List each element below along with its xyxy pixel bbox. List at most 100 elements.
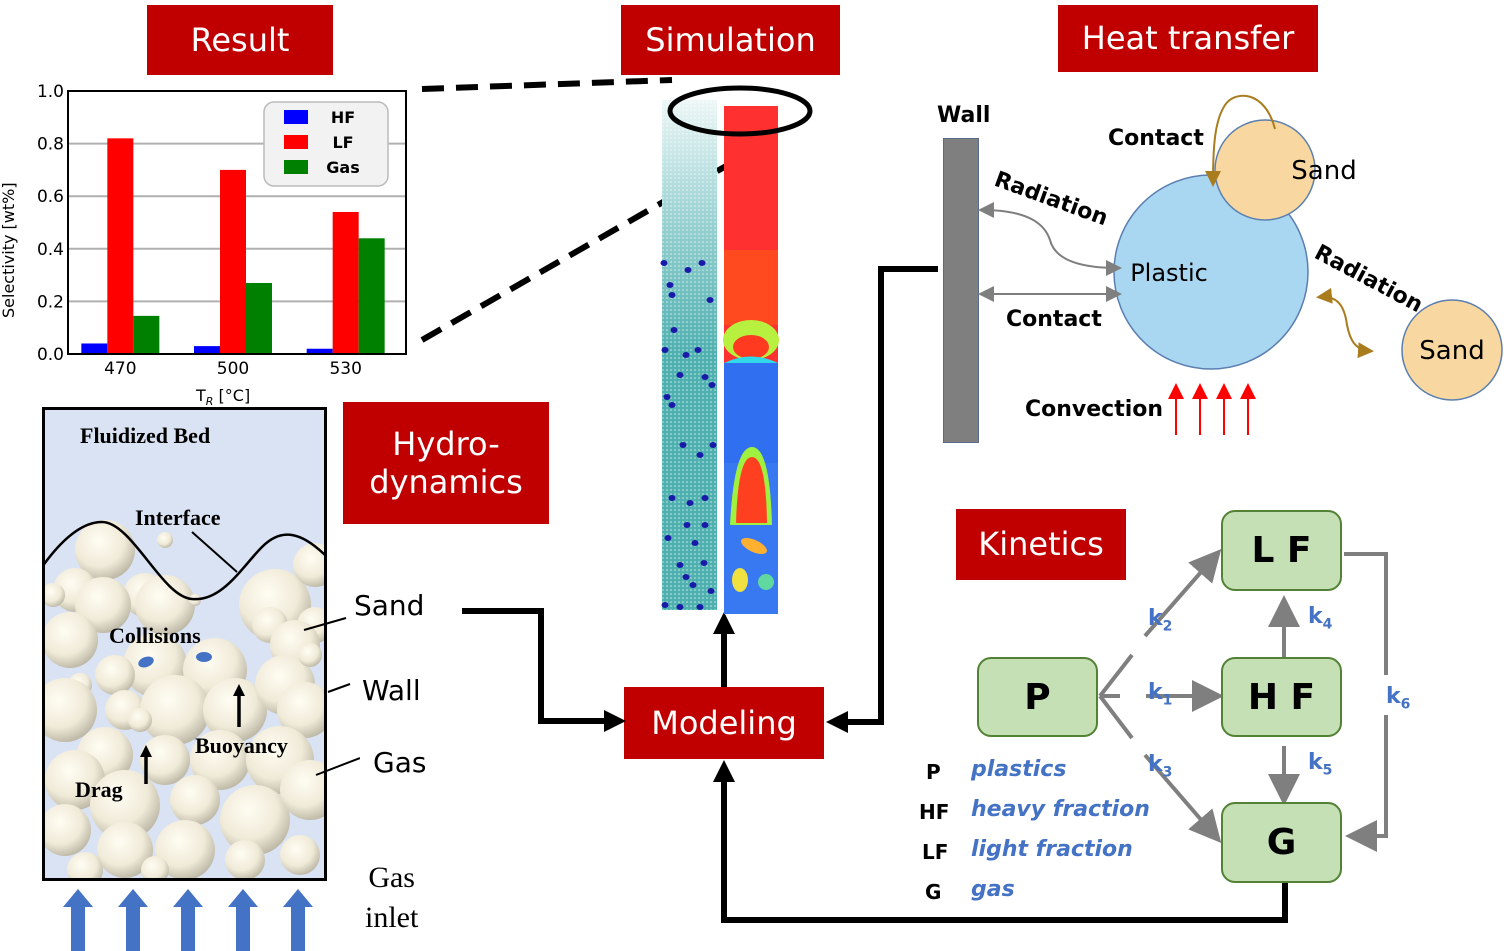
- simulation-header-label: Simulation: [645, 20, 816, 59]
- result-header-label: Result: [190, 20, 290, 59]
- radiation-arrow-left: [978, 202, 1122, 276]
- sand-particle: [203, 678, 267, 742]
- legend-swatch-hf: [284, 110, 308, 124]
- interface-line: [45, 520, 324, 601]
- sand-particle: [140, 735, 190, 785]
- plastic-particle-dot: [701, 374, 709, 380]
- chart-xtick-label: 470: [104, 359, 136, 379]
- plastic-particle-dot: [682, 352, 690, 358]
- fluidized-bed-diagram: Fluidized Bed Interface Collisions Buoya…: [42, 407, 327, 881]
- plastic-particle-dot: [668, 292, 676, 298]
- sand-particle: [140, 675, 210, 745]
- plastic-particle-dot: [696, 604, 704, 610]
- contact-arrow-top: [1205, 94, 1276, 187]
- chart-ytick-label: 0.8: [37, 135, 64, 155]
- volume-fraction-contour: [723, 106, 779, 614]
- rate-k3: k3: [1148, 752, 1173, 781]
- sand-particle: [280, 760, 324, 820]
- sand-particle: [75, 520, 135, 580]
- modeling-header-label: Modeling: [651, 703, 797, 742]
- heat-transfer-header-label: Heat transfer: [1081, 19, 1295, 58]
- sand-particle: [45, 750, 105, 810]
- contact-label-left: Contact: [1006, 307, 1102, 332]
- rate-k4: k4: [1308, 604, 1333, 633]
- chart-bar-hf-470: [81, 343, 108, 354]
- plastic-particle-dot: [663, 394, 671, 400]
- simulation-images: [660, 85, 813, 614]
- legend-desc: gas: [971, 877, 1015, 902]
- sand-particle: [67, 852, 103, 878]
- sand-particle: [141, 856, 169, 878]
- sand-particle: [90, 770, 160, 840]
- kinetics-header-label: Kinetics: [978, 525, 1104, 564]
- plastic-particle-dot: [666, 282, 674, 288]
- chart-ytick-label: 0.2: [37, 292, 64, 312]
- plastic-particle-dot: [700, 560, 708, 566]
- heat-transfer-diagram: Radiation Radiation Plastic Sand Sand: [978, 94, 1503, 435]
- rate-k6: k6: [1386, 684, 1411, 713]
- chart-bar-lf-470: [107, 138, 134, 354]
- arrowhead-into-modeling-right: [826, 711, 848, 733]
- sand-particle: [128, 708, 152, 732]
- ht-wall-label: Wall: [937, 103, 991, 128]
- sand-particle: [45, 612, 98, 668]
- plastic-particle-dot: [684, 267, 692, 273]
- sand-particle: [45, 678, 97, 742]
- sand-particle: [45, 583, 65, 607]
- plastic-particle-dot: [679, 442, 687, 448]
- sand-label-right: Sand: [1419, 336, 1484, 366]
- sand-particle: [155, 820, 215, 878]
- heat-transfer-header: Heat transfer: [1058, 5, 1318, 72]
- sand-particle: [225, 840, 265, 878]
- arrowhead-into-modeling-bottom: [713, 760, 735, 782]
- gas-inlet-arrow: [228, 889, 258, 951]
- gas-inlet-arrow: [173, 889, 203, 951]
- sand-particle: [45, 804, 91, 856]
- convection-label: Convection: [1025, 397, 1164, 422]
- plastic-particle-dot: [661, 347, 669, 353]
- legend-abbr: P: [926, 760, 941, 784]
- plastic-particle-dot: [698, 260, 706, 266]
- plastic-particle-dot: [661, 602, 669, 608]
- hydrodynamics-header: Hydro- dynamics: [343, 402, 549, 524]
- chart-bar-gas-470: [133, 315, 160, 354]
- sand-label-top: Sand: [1291, 156, 1356, 186]
- plastic-particle-dot: [682, 574, 690, 580]
- sand-particle-top: [1214, 119, 1316, 221]
- sand-particle: [75, 577, 131, 633]
- rate-k1: k1: [1148, 680, 1173, 709]
- zoom-ellipse: [667, 85, 813, 137]
- chart-ytick-label: 0.0: [37, 345, 64, 365]
- plastic-particle-dot: [707, 588, 715, 594]
- legend-swatch-gas: [284, 160, 308, 174]
- sand-label: Sand: [354, 589, 425, 622]
- rate-k5: k5: [1308, 750, 1333, 779]
- result-header: Result: [147, 5, 333, 75]
- plastic-particle-dot: [709, 442, 717, 448]
- legend-desc: plastics: [971, 757, 1067, 782]
- legend-abbr: HF: [919, 800, 950, 824]
- sand-particle-right: [1401, 299, 1503, 401]
- sand-particle: [97, 822, 153, 878]
- plastic-particle-dot: [676, 562, 684, 568]
- chart-xlabel: TR [°C]: [195, 386, 250, 408]
- sand-particle: [190, 730, 250, 790]
- hydrodynamics-connector: [462, 608, 612, 724]
- drag-label: Drag: [75, 777, 123, 802]
- fluidized-bed-title: Fluidized Bed: [80, 423, 211, 448]
- chart-ytick-label: 0.6: [37, 187, 64, 207]
- collisions-label: Collisions: [109, 623, 201, 648]
- chart-bar-lf-530: [332, 211, 359, 354]
- chart-ylabel: Selectivity [wt%]: [0, 182, 18, 318]
- gas-label: Gas: [373, 746, 427, 779]
- rate-k2: k2: [1148, 606, 1173, 635]
- plastic-particle-dot: [696, 452, 704, 458]
- lf-node: L F: [1221, 510, 1342, 591]
- legend-abbr: LF: [922, 840, 949, 864]
- kinetics-header: Kinetics: [956, 509, 1126, 580]
- plastic-particle-dot: [670, 327, 678, 333]
- legend-swatch-lf: [284, 135, 308, 149]
- radiation-label-right: Radiation: [1310, 240, 1427, 318]
